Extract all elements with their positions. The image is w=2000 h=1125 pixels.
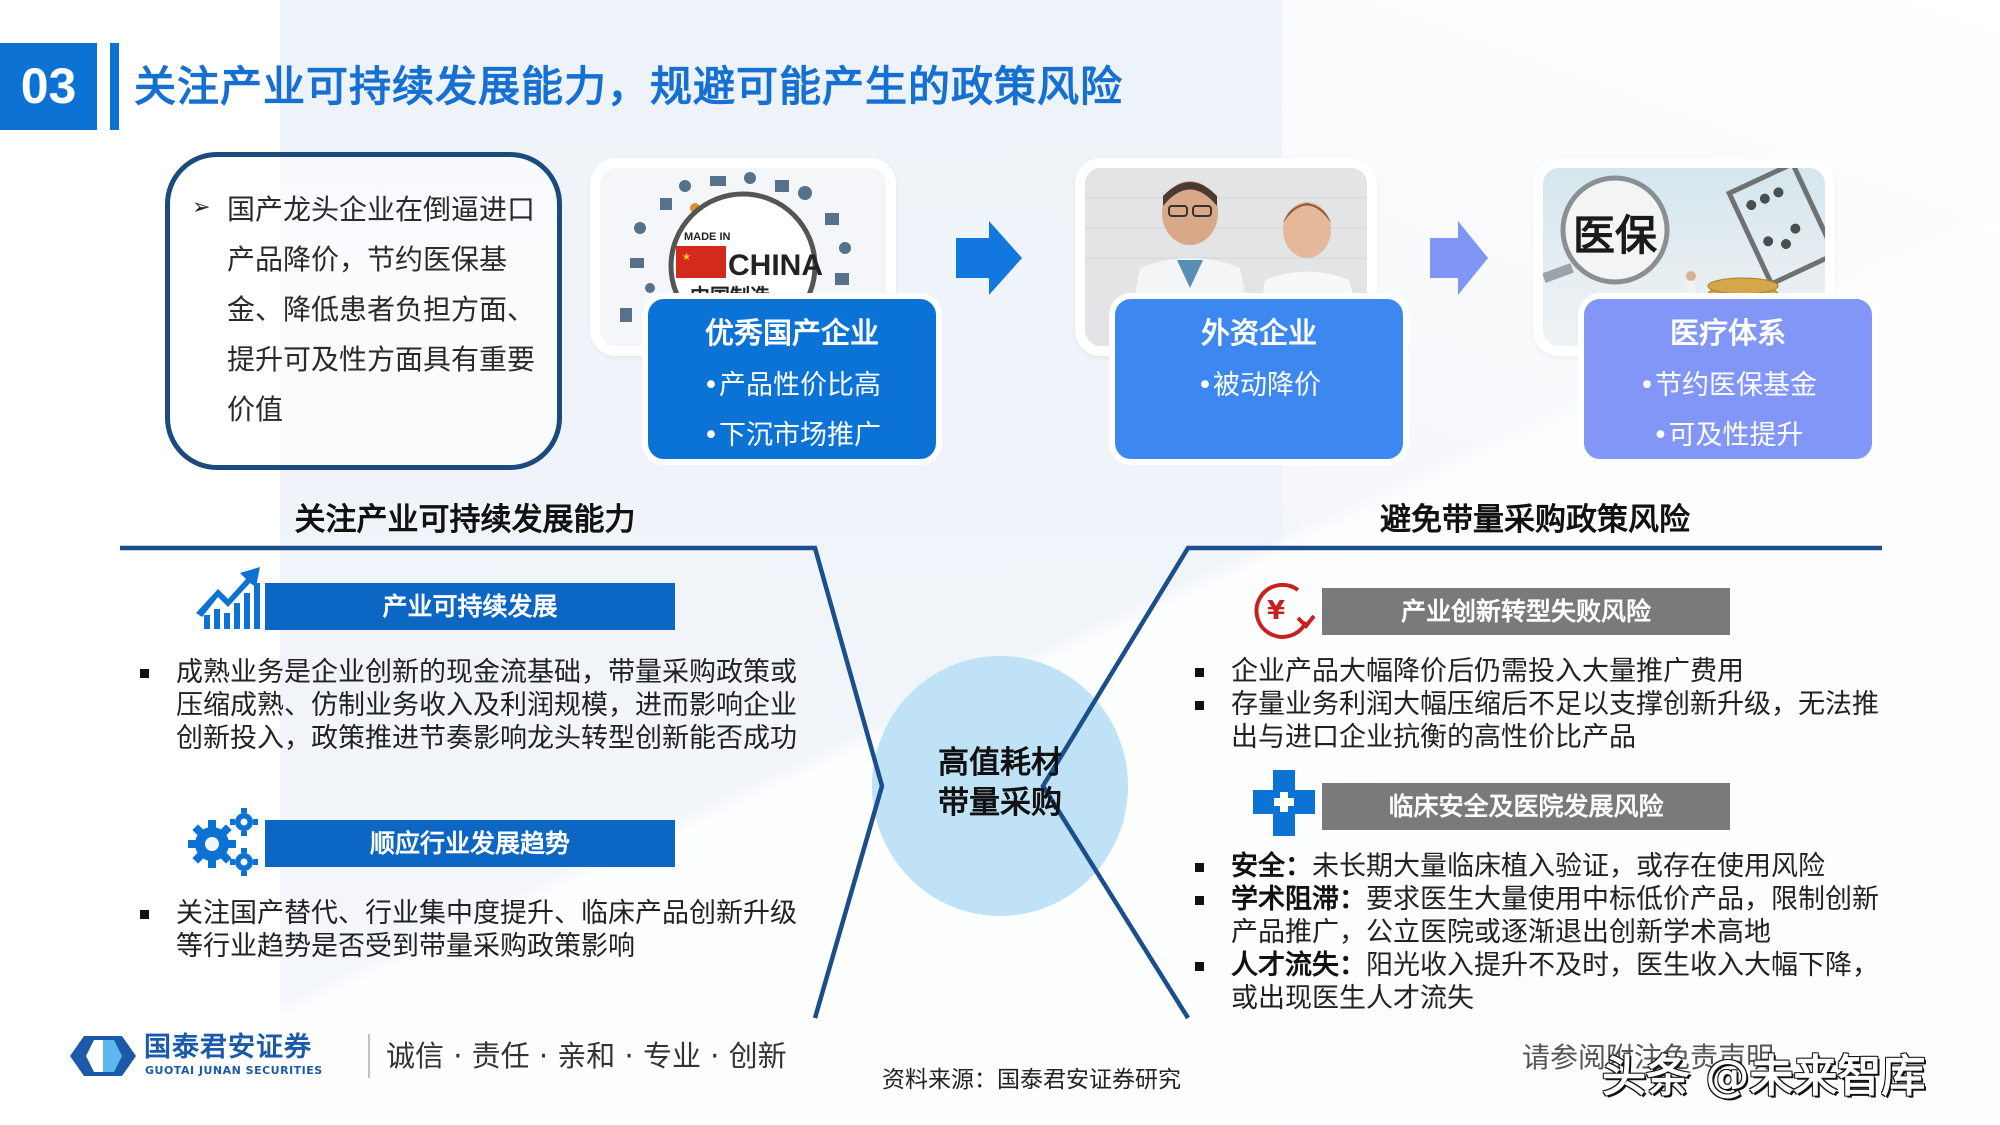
center-label-line1: 高值耗材: [938, 745, 1062, 781]
list-item: 企业产品大幅降价后仍需投入大量推广费用: [1193, 655, 1883, 688]
list-item: 人才流失：阳光收入提升不及时，医生收入大幅下降，或出现医生人才流失: [1193, 949, 1883, 1015]
gears-icon: [188, 808, 258, 876]
square-bullet-icon: [1195, 668, 1204, 677]
svg-text:CHINA: CHINA: [728, 249, 823, 282]
list-item: 关注国产替代、行业集中度提升、临床产品创新升级等行业趋势是否受到带量采购政策影响: [138, 897, 818, 963]
card-bullet: •被动降价: [1197, 370, 1321, 401]
square-bullet-icon: [1195, 863, 1204, 872]
list-item: 学术阻滞：要求医生大量使用中标低价产品，限制创新产品推广，公立医院或逐渐退出创新…: [1193, 883, 1883, 949]
left-section-heading: 关注产业可持续发展能力: [294, 502, 636, 538]
bullet-bold-label: 人才流失：: [1231, 950, 1366, 981]
subhead-clinical-safety-risk: 临床安全及医院发展风险: [1322, 783, 1730, 830]
bullet-list: 企业产品大幅降价后仍需投入大量推广费用 存量业务利润大幅压缩后不足以支撑创新升级…: [1193, 655, 1883, 754]
card-title: 外资企业: [1200, 316, 1317, 350]
watermark: 头条 @未来智库: [1602, 1051, 1926, 1102]
bullet-text: 阳光收入提升不及时，医生收入大幅下降，或出现医生人才流失: [1231, 950, 1879, 1014]
card-title: 优秀国产企业: [704, 316, 879, 350]
medical-cross-icon: [1253, 770, 1315, 836]
card-foreign-enterprise: 外资企业 •被动降价: [1109, 293, 1409, 465]
list-item: 存量业务利润大幅压缩后不足以支撑创新升级，无法推出与进口企业抗衡的高性价比产品: [1193, 688, 1883, 754]
footer-divider: [368, 1034, 370, 1078]
square-bullet-icon: [1195, 701, 1204, 710]
arrowhead-bullet-icon: ➢: [192, 195, 211, 220]
page-title: 关注产业可持续发展能力，规避可能产生的政策风险: [134, 62, 1124, 111]
company-name: 国泰君安证券: [144, 1032, 312, 1063]
card-bullet: •产品性价比高: [703, 370, 881, 401]
svg-text:★: ★: [682, 252, 691, 263]
svg-text:MADE IN: MADE IN: [684, 231, 731, 243]
company-name-en: GUOTAI JUNAN SECURITIES: [145, 1064, 323, 1077]
card-title: 医疗体系: [1669, 316, 1786, 350]
bullet-text: 企业产品大幅降价后仍需投入大量推广费用: [1231, 656, 1744, 687]
square-bullet-icon: [1195, 896, 1204, 905]
square-bullet-icon: [140, 669, 149, 678]
bullet-bold-label: 安全：: [1231, 851, 1312, 882]
bullet-list: 安全：未长期大量临床植入验证，或存在使用风险 学术阻滞：要求医生大量使用中标低价…: [1193, 850, 1883, 1015]
center-label-line2: 带量采购: [938, 785, 1062, 821]
right-arrow-icon: [1430, 221, 1488, 295]
company-logo-icon: [70, 1036, 136, 1076]
list-item: 安全：未长期大量临床植入验证，或存在使用风险: [1193, 850, 1883, 883]
right-section-heading: 避免带量采购政策风险: [1380, 502, 1690, 538]
company-slogan: 诚信 · 责任 · 亲和 · 专业 · 创新: [386, 1039, 787, 1073]
intro-box: ➢ 国产龙头企业在倒逼进口产品降价，节约医保基金、降低患者负担方面、提升可及性方…: [165, 152, 562, 470]
list-item: 成熟业务是企业创新的现金流基础，带量采购政策或压缩成熟、仿制业务收入及利润规模，…: [138, 656, 818, 755]
header-accent-bar: [110, 43, 119, 130]
section-number-badge: 03: [0, 43, 97, 130]
center-circle: [872, 656, 1128, 916]
bullet-bold-label: 学术阻滞：: [1231, 884, 1366, 915]
source-note: 资料来源：国泰君安证券研究: [882, 1067, 1181, 1093]
card-bullet: •节约医保基金: [1639, 370, 1817, 401]
bullet-text: 未长期大量临床植入验证，或存在使用风险: [1312, 851, 1825, 882]
bullet-list: 成熟业务是企业创新的现金流基础，带量采购政策或压缩成熟、仿制业务收入及利润规模，…: [138, 656, 818, 755]
bullet-text: 存量业务利润大幅压缩后不足以支撑创新升级，无法推出与进口企业抗衡的高性价比产品: [1231, 689, 1879, 753]
card-bullet: •可及性提升: [1652, 420, 1804, 451]
intro-text: 国产龙头企业在倒逼进口产品降价，节约医保基金、降低患者负担方面、提升可及性方面具…: [227, 193, 536, 426]
square-bullet-icon: [1195, 962, 1204, 971]
disclaimer-note: 请参阅附注免责声明: [1522, 1041, 1775, 1074]
subhead-innovation-failure-risk: 产业创新转型失败风险: [1322, 588, 1730, 635]
card-bullet: •下沉市场推广: [703, 420, 881, 451]
bullet-text: 关注国产替代、行业集中度提升、临床产品创新升级等行业趋势是否受到带量采购政策影响: [176, 898, 797, 962]
square-bullet-icon: [140, 910, 149, 919]
yuan-decline-icon: ¥: [1254, 582, 1316, 639]
subhead-sustainable-development: 产业可持续发展: [265, 583, 675, 630]
svg-text:¥: ¥: [1267, 596, 1285, 626]
bullet-text: 成熟业务是企业创新的现金流基础，带量采购政策或压缩成熟、仿制业务收入及利润规模，…: [176, 657, 797, 754]
growth-chart-icon: [196, 567, 260, 629]
right-arrow-icon: [956, 221, 1022, 295]
bullet-text: 要求医生大量使用中标低价产品，限制创新产品推广，公立医院或逐渐退出创新学术高地: [1231, 884, 1879, 948]
card-domestic-enterprise: 优秀国产企业 •产品性价比高 •下沉市场推广: [642, 293, 942, 465]
bullet-list: 关注国产替代、行业集中度提升、临床产品创新升级等行业趋势是否受到带量采购政策影响: [138, 897, 818, 963]
svg-text:医保: 医保: [1573, 211, 1658, 260]
subhead-industry-trend: 顺应行业发展趋势: [265, 820, 675, 867]
card-medical-system: 医疗体系 •节约医保基金 •可及性提升: [1578, 293, 1878, 465]
center-label: 高值耗材 带量采购: [872, 743, 1128, 823]
